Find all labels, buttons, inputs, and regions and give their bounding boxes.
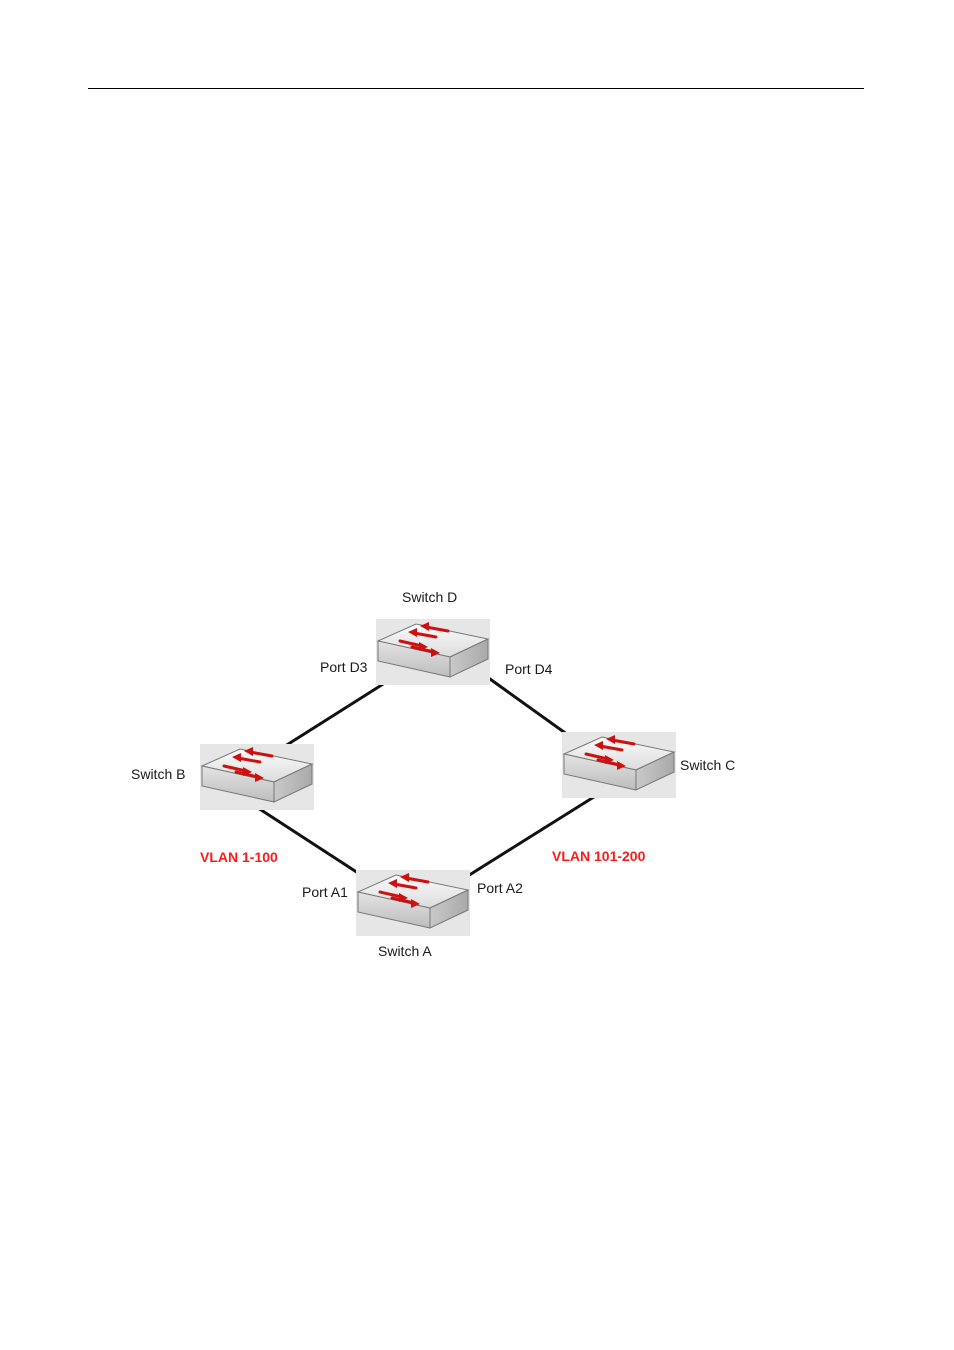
network-switch-icon	[374, 617, 492, 687]
switch-b-label: Switch B	[131, 766, 185, 782]
switch-d-label: Switch D	[402, 589, 457, 605]
vlan-left-label: VLAN 1-100	[200, 849, 278, 865]
link-b-d	[281, 672, 400, 750]
header-rule	[88, 88, 864, 89]
switch-b	[198, 742, 316, 812]
port-a2-label: Port A2	[477, 880, 523, 896]
vlan-right-label: VLAN 101-200	[552, 848, 646, 864]
switch-c	[560, 730, 678, 800]
switch-c-label: Switch C	[680, 757, 735, 773]
port-d4-label: Port D4	[505, 661, 553, 677]
network-switch-icon	[354, 868, 472, 938]
switch-d	[374, 617, 492, 687]
link-a-c	[454, 793, 598, 886]
network-switch-icon	[198, 742, 316, 812]
port-a1-label: Port A1	[302, 884, 348, 900]
port-d3-label: Port D3	[320, 659, 368, 675]
switch-a	[354, 868, 472, 938]
switch-a-label: Switch A	[378, 943, 432, 959]
network-switch-icon	[560, 730, 678, 800]
link-b-a	[254, 804, 376, 886]
